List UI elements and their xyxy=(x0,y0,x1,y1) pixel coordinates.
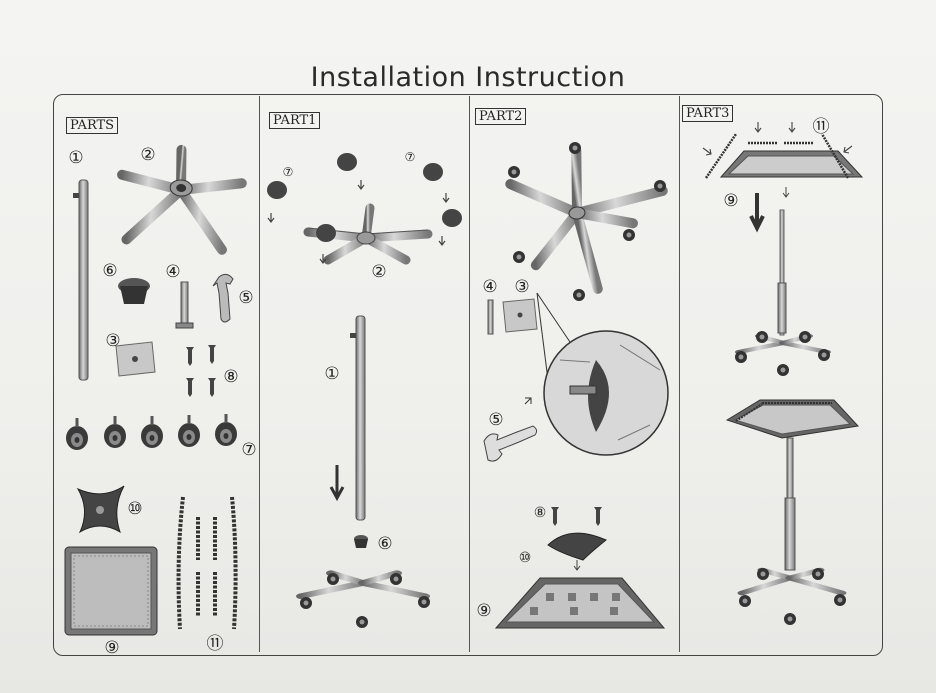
svg-text:①: ① xyxy=(68,148,83,168)
callout: ③ xyxy=(105,331,120,351)
svg-text:③: ③ xyxy=(514,277,529,297)
part-star-base xyxy=(117,144,247,255)
callout: ④ xyxy=(165,262,180,282)
callouts: ① ② ⑥ ④ ⑤ ③ ⑧ ⑦ ⑩ ⑨ ⑪ ⑦ ⑦ ② ① ⑥ ④ ③ ⑤ ⑧ … xyxy=(68,117,829,658)
instruction-frame xyxy=(53,94,883,656)
svg-text:⑨: ⑨ xyxy=(476,601,491,621)
svg-text:②: ② xyxy=(140,145,155,165)
svg-text:⑩: ⑩ xyxy=(127,499,142,519)
callout: ⑧ xyxy=(223,367,238,387)
callout: ⑧ xyxy=(534,505,547,521)
svg-text:⑦: ⑦ xyxy=(241,440,256,460)
svg-text:⑧: ⑧ xyxy=(223,367,238,387)
svg-text:⑦: ⑦ xyxy=(405,150,416,164)
part3-tray-with-rails xyxy=(702,122,864,179)
part-wrench xyxy=(212,273,234,323)
part-pole xyxy=(73,179,89,381)
callout: ② xyxy=(371,262,386,282)
part2-bracket xyxy=(547,507,607,571)
callout: ⑤ xyxy=(488,410,503,430)
part-plate xyxy=(115,341,156,377)
svg-text:⑨: ⑨ xyxy=(723,191,738,211)
part-cross-bracket xyxy=(76,484,126,534)
svg-text:⑤: ⑤ xyxy=(488,410,503,430)
svg-text:②: ② xyxy=(371,262,386,282)
callout: ⑩ xyxy=(127,499,142,519)
part2-tray-upside-down xyxy=(494,577,666,629)
svg-text:⑤: ⑤ xyxy=(238,288,253,308)
svg-text:⑩: ⑩ xyxy=(519,550,532,566)
part1-cup xyxy=(354,535,368,548)
svg-text:①: ① xyxy=(324,364,339,384)
svg-text:③: ③ xyxy=(105,331,120,351)
panel-divider xyxy=(679,96,680,652)
svg-text:⑨: ⑨ xyxy=(104,638,119,658)
callout: ⑤ xyxy=(238,288,253,308)
part2-label: PART2 xyxy=(475,108,527,125)
part2-wrench xyxy=(483,397,538,462)
callout: ⑦ xyxy=(405,150,416,164)
callout: ⑦ xyxy=(241,440,256,460)
part-bolt xyxy=(175,281,194,329)
part3-arrow xyxy=(749,187,790,233)
part3-assembled-cart xyxy=(725,399,860,625)
callout: ⑦ xyxy=(283,165,294,179)
callout: ② xyxy=(140,145,155,165)
part2-bolt xyxy=(487,299,494,335)
callout: ⑪ xyxy=(813,117,830,137)
svg-text:⑥: ⑥ xyxy=(377,534,392,554)
svg-text:⑧: ⑧ xyxy=(534,505,547,521)
part2-base-upside-down xyxy=(505,142,668,301)
callout: ④ xyxy=(482,277,497,297)
part1-pole xyxy=(329,315,366,521)
callout: ⑨ xyxy=(476,601,491,621)
part2-plate xyxy=(502,298,538,333)
part1-label: PART1 xyxy=(269,112,321,129)
panel-divider xyxy=(259,96,260,652)
callout: ⑥ xyxy=(377,534,392,554)
callout: ⑩ xyxy=(519,550,532,566)
panel-divider xyxy=(469,96,470,652)
svg-text:④: ④ xyxy=(482,277,497,297)
callout: ① xyxy=(68,148,83,168)
page-title: Installation Instruction xyxy=(310,62,626,93)
part1-star-assembly xyxy=(267,153,462,263)
callout: ⑥ xyxy=(102,261,117,281)
callout: ⑪ xyxy=(207,634,224,654)
callout: ① xyxy=(324,364,339,384)
part3-stand-partial xyxy=(735,209,831,376)
part1-base-with-wheels xyxy=(296,570,430,628)
svg-text:⑪: ⑪ xyxy=(813,117,830,137)
part-cup xyxy=(118,278,150,304)
part-rails xyxy=(176,496,238,630)
part3-label: PART3 xyxy=(682,105,734,122)
callout: ⑨ xyxy=(723,191,738,211)
svg-text:⑥: ⑥ xyxy=(102,261,117,281)
callout: ⑨ xyxy=(104,638,119,658)
svg-text:④: ④ xyxy=(165,262,180,282)
svg-text:⑦: ⑦ xyxy=(283,165,294,179)
callout: ③ xyxy=(514,277,529,297)
part2-zoom-detail xyxy=(536,292,669,456)
part-tray xyxy=(64,546,158,636)
parts-label: PARTS xyxy=(66,117,119,134)
svg-text:⑪: ⑪ xyxy=(207,634,224,654)
